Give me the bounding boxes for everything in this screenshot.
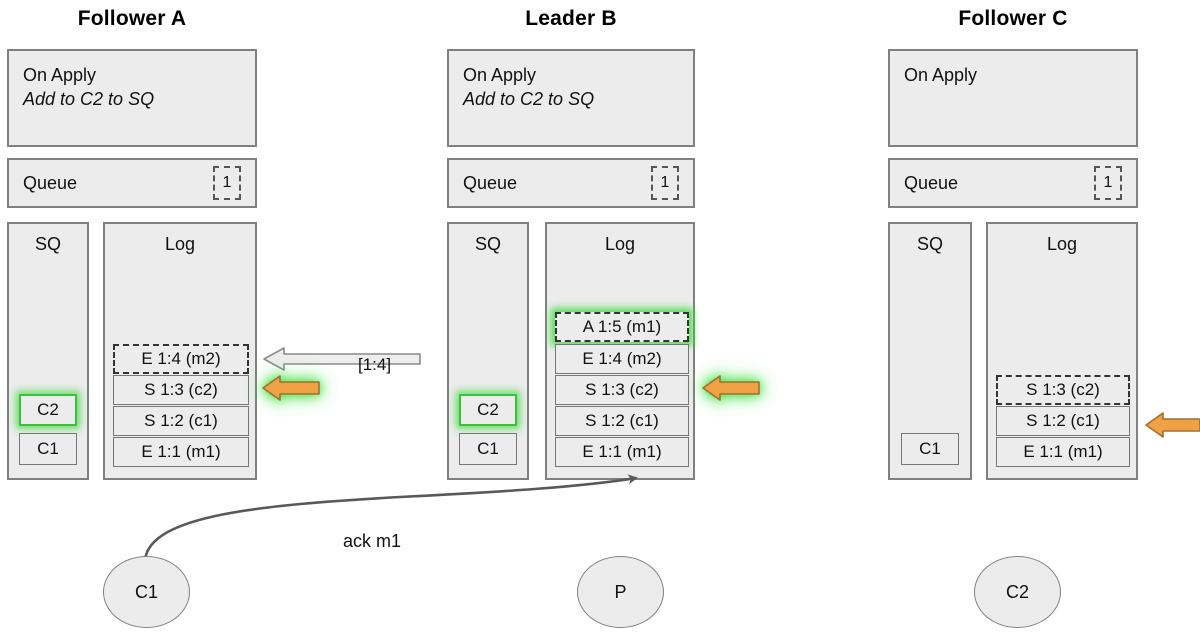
- on-apply-box-leader-b: On Apply Add to C2 to SQ: [447, 49, 695, 147]
- on-apply-action: Add to C2 to SQ: [23, 89, 155, 109]
- log-entry: E 1:1 (m1): [555, 437, 689, 467]
- log-column-follower-a: Log E 1:4 (m2) S 1:3 (c2) S 1:2 (c1) E 1…: [103, 222, 257, 480]
- on-apply-action: Add to C2 to SQ: [463, 89, 595, 109]
- replicate-arrow-label: [1:4]: [358, 355, 392, 374]
- commit-arrow-c: [1143, 409, 1200, 441]
- queue-box-follower-c: Queue 1: [888, 158, 1138, 208]
- on-apply-label: On Apply: [463, 65, 537, 85]
- sq-header: SQ: [474, 234, 501, 254]
- log-entry: S 1:2 (c1): [996, 406, 1130, 436]
- queue-box-follower-a: Queue 1: [7, 158, 257, 208]
- log-header: Log: [604, 234, 636, 254]
- ack-edge-label: ack m1: [343, 531, 402, 551]
- queue-count-badge: 1: [1094, 166, 1122, 200]
- log-entry: S 1:3 (c2): [113, 375, 249, 405]
- log-column-follower-c: Log S 1:3 (c2) S 1:2 (c1) E 1:1 (m1): [986, 222, 1138, 480]
- log-entry: E 1:4 (m2): [113, 344, 249, 374]
- client-node-c1[interactable]: C1: [103, 556, 190, 628]
- commit-arrow-b: [700, 372, 762, 404]
- sq-item: C1: [901, 433, 959, 465]
- client-node-c2[interactable]: C2: [974, 556, 1061, 628]
- queue-label: Queue: [904, 172, 959, 193]
- log-entry: S 1:2 (c1): [555, 406, 689, 436]
- log-header: Log: [164, 234, 196, 254]
- log-entry: A 1:5 (m1): [555, 312, 689, 342]
- on-apply-box-follower-c: On Apply: [888, 49, 1138, 147]
- log-column-leader-b: Log A 1:5 (m1) E 1:4 (m2) S 1:3 (c2) S 1…: [545, 222, 695, 480]
- node-title-follower-c: Follower C: [958, 7, 1068, 30]
- sq-header: SQ: [34, 234, 61, 254]
- queue-label: Queue: [23, 172, 78, 193]
- sq-header: SQ: [916, 234, 943, 254]
- sq-item: C1: [19, 433, 77, 465]
- sq-column-follower-c: SQ C1: [888, 222, 972, 480]
- on-apply-label: On Apply: [23, 65, 97, 85]
- log-entry: E 1:4 (m2): [555, 344, 689, 374]
- commit-arrow-a: [260, 372, 322, 404]
- sq-item: C2: [459, 394, 517, 426]
- replicate-arrow-a: [262, 345, 422, 373]
- queue-count-badge: 1: [213, 166, 241, 200]
- node-title-leader-b: Leader B: [525, 7, 617, 30]
- sq-item: C1: [459, 433, 517, 465]
- log-header: Log: [1046, 234, 1078, 254]
- on-apply-box-follower-a: On Apply Add to C2 to SQ: [7, 49, 257, 147]
- log-entry: E 1:1 (m1): [113, 437, 249, 467]
- node-title-follower-a: Follower A: [77, 7, 187, 30]
- sq-item: C2: [19, 394, 77, 426]
- log-entry: E 1:1 (m1): [996, 437, 1130, 467]
- producer-node-p[interactable]: P: [577, 556, 664, 628]
- queue-label: Queue: [463, 172, 518, 193]
- queue-count-badge: 1: [651, 166, 679, 200]
- queue-box-leader-b: Queue 1: [447, 158, 695, 208]
- log-entry: S 1:3 (c2): [555, 375, 689, 405]
- log-entry: S 1:3 (c2): [996, 375, 1130, 405]
- log-entry: S 1:2 (c1): [113, 406, 249, 436]
- on-apply-label: On Apply: [904, 65, 978, 85]
- sq-column-follower-a: SQ C2 C1: [7, 222, 89, 480]
- sq-column-leader-b: SQ C2 C1: [447, 222, 529, 480]
